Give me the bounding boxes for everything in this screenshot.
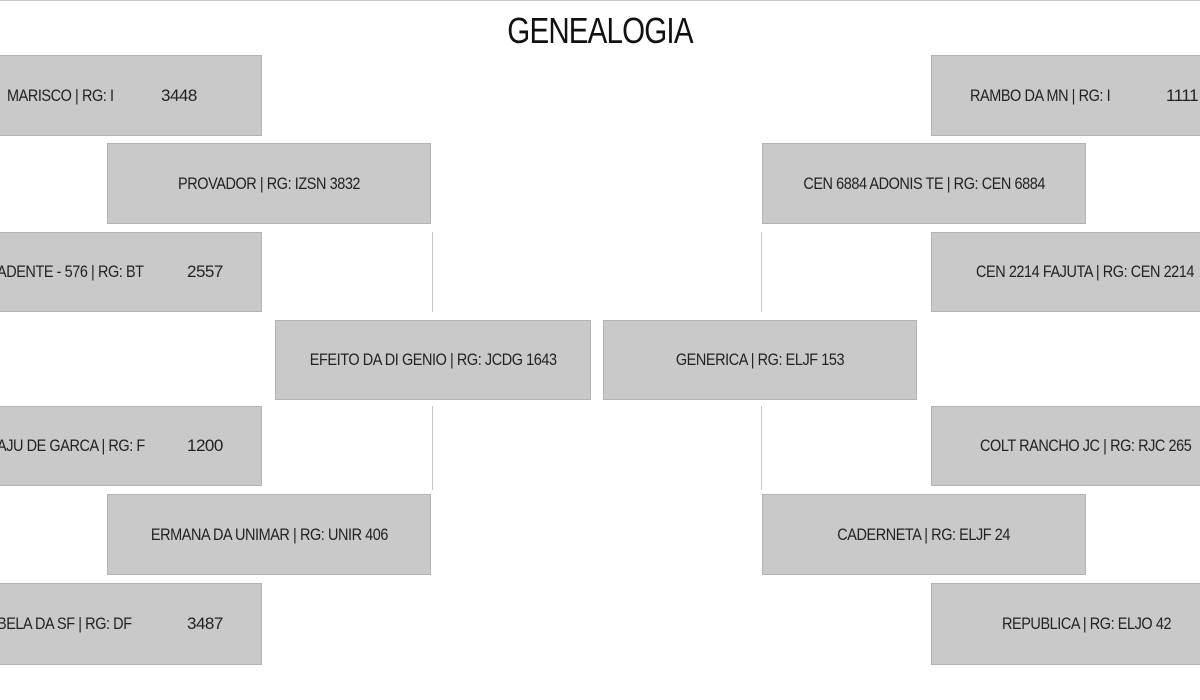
pedigree-box-right-dam: CADERNETA | RG: ELJF 24 [762, 494, 1086, 575]
ancestor-name: BELA DA SF | RG: DF [0, 614, 132, 633]
pedigree-box-dam-sire: AJU DE GARCA | RG: F 1200 [0, 406, 262, 486]
ancestor-name: MARISCO | RG: I [7, 85, 114, 105]
animal-name: EFEITO DA DI GENIO | RG: JCDG 1643 [309, 350, 557, 369]
ancestor-name: REPUBLICA | RG: ELJO 42 [1002, 614, 1172, 633]
pedigree-box-right-sire-dam: CEN 2214 FAJUTA | RG: CEN 2214 [931, 232, 1200, 312]
ancestor-name: ADENTE - 576 | RG: BT [0, 262, 144, 281]
pedigree-box-right-sire-sire: RAMBO DA MN | RG: I 1111 [931, 55, 1200, 136]
pedigree-box-right-dam-sire: COLT RANCHO JC | RG: RJC 265 [931, 406, 1200, 486]
ancestor-name: CADERNETA | RG: ELJF 24 [837, 524, 1011, 544]
ancestor-name: PROVADOR | RG: IZSN 3832 [177, 173, 360, 193]
ancestor-name: COLT RANCHO JC | RG: RJC 265 [980, 436, 1192, 455]
animal-name: GENERICA | RG: ELJF 153 [675, 350, 845, 369]
ancestor-number: 3487 [187, 614, 223, 633]
connector-right-upper [761, 232, 762, 312]
connector-left-lower [432, 406, 433, 490]
pedigree-box-dam: ERMANA DA UNIMAR | RG: UNIR 406 [107, 494, 431, 575]
connector-right-lower [761, 406, 762, 490]
ancestor-name: CEN 6884 ADONIS TE | RG: CEN 6884 [803, 173, 1045, 193]
pedigree-box-right-dam-dam: REPUBLICA | RG: ELJO 42 [931, 583, 1200, 665]
ancestor-number: 2557 [187, 262, 223, 281]
pedigree-box-sire-dam: ADENTE - 576 | RG: BT 2557 [0, 232, 262, 312]
ancestor-name: ERMANA DA UNIMAR | RG: UNIR 406 [150, 524, 388, 544]
pedigree-box-subject-right: GENERICA | RG: ELJF 153 [603, 320, 917, 400]
top-divider [0, 0, 1200, 1]
ancestor-name: AJU DE GARCA | RG: F [0, 436, 145, 455]
pedigree-box-right-sire: CEN 6884 ADONIS TE | RG: CEN 6884 [762, 143, 1086, 224]
pedigree-box-subject-left: EFEITO DA DI GENIO | RG: JCDG 1643 [275, 320, 591, 400]
ancestor-number: 3448 [161, 85, 197, 105]
connector-left-upper [432, 232, 433, 312]
pedigree-box-sire-sire: MARISCO | RG: I 3448 [0, 55, 262, 136]
ancestor-number: 1111 [1166, 85, 1199, 105]
page-title: GENEALOGIA [507, 10, 693, 51]
ancestor-name: RAMBO DA MN | RG: I [970, 85, 1111, 105]
pedigree-box-sire: PROVADOR | RG: IZSN 3832 [107, 143, 431, 224]
pedigree-box-dam-dam: BELA DA SF | RG: DF 3487 [0, 583, 262, 665]
ancestor-name: CEN 2214 FAJUTA | RG: CEN 2214 [976, 262, 1195, 281]
ancestor-number: 1200 [187, 436, 223, 455]
